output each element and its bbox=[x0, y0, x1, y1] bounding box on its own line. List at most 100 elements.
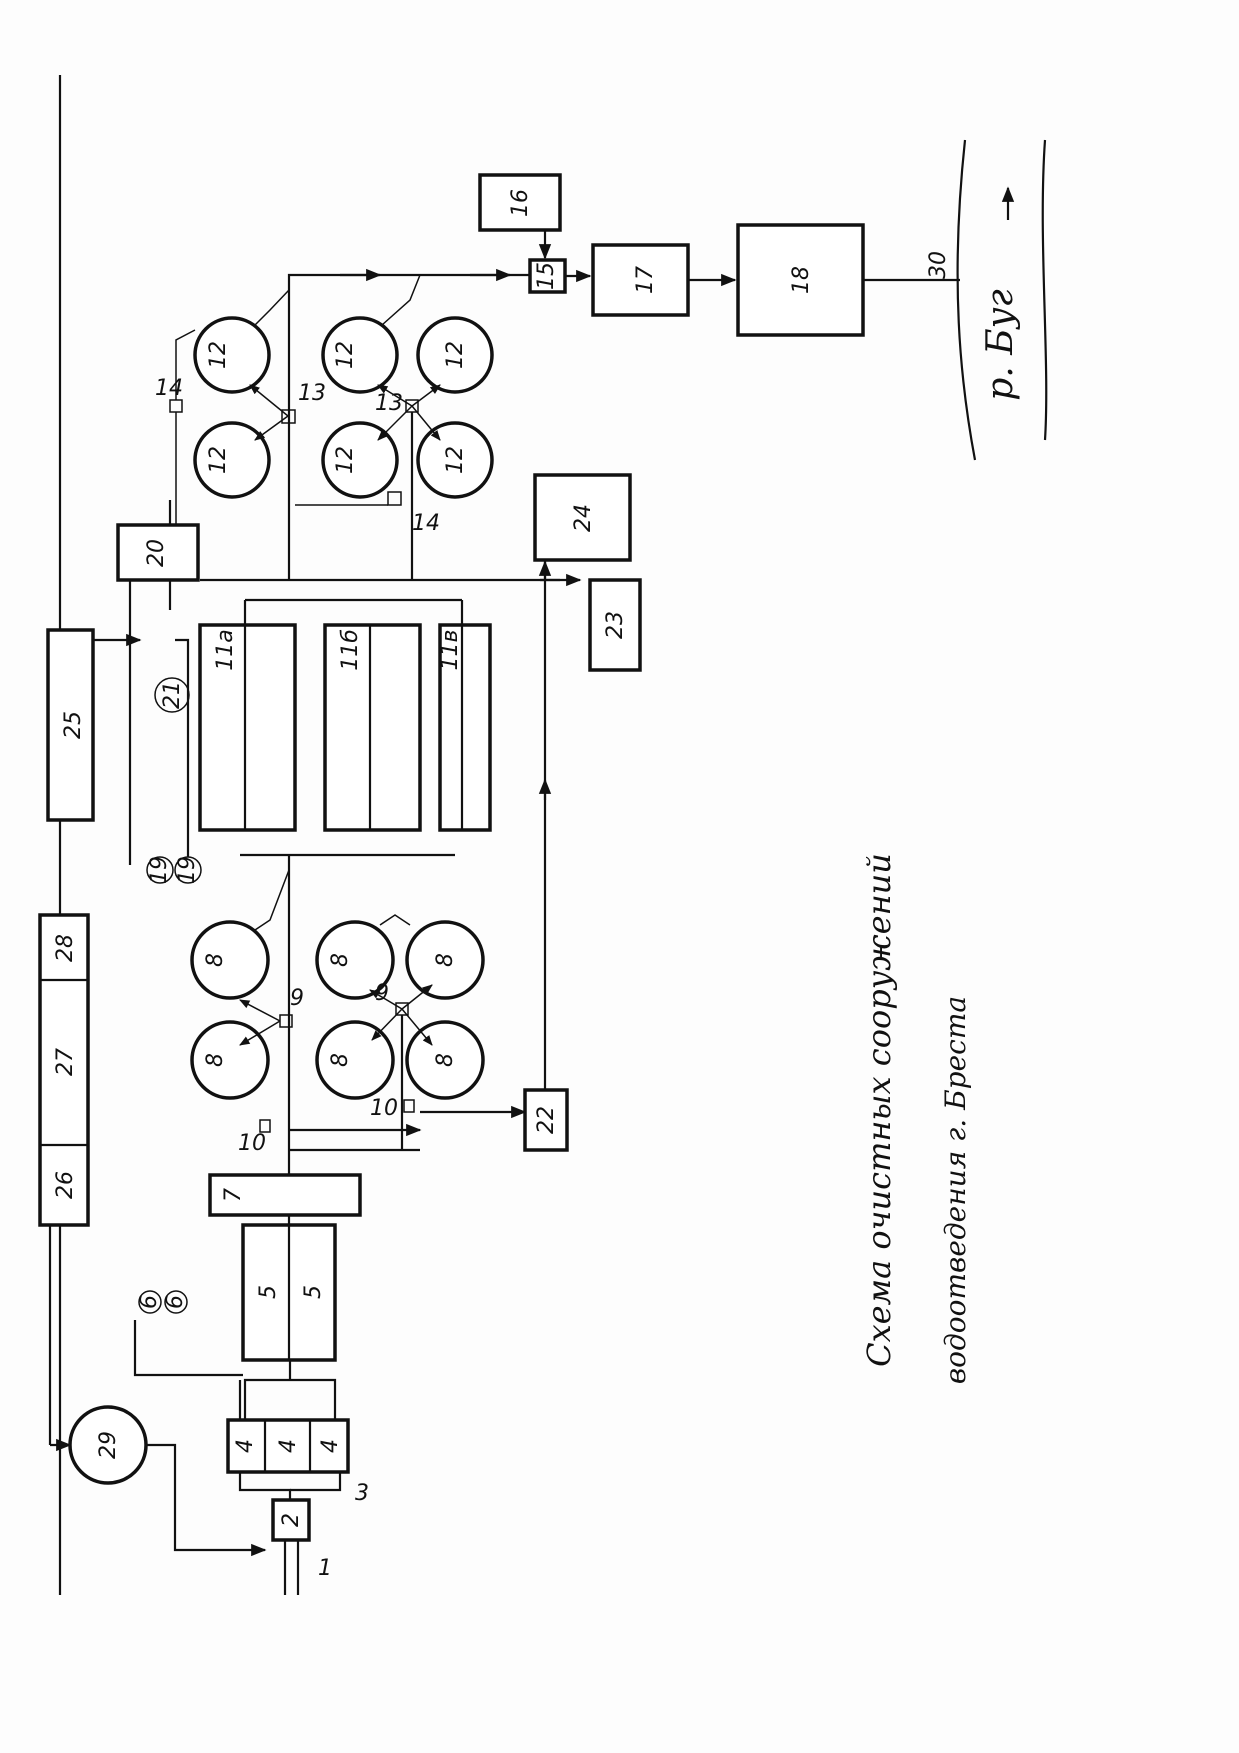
caption-line-2: водоотведения г. Бреста bbox=[939, 996, 972, 1384]
label-10b: 10 bbox=[370, 1096, 398, 1121]
box-23 bbox=[588, 578, 642, 672]
label-13b: 13 bbox=[375, 391, 403, 416]
label-12d: 12 bbox=[333, 446, 358, 474]
line-29-inlet bbox=[146, 1443, 267, 1557]
label-6b: 6 bbox=[163, 1295, 188, 1309]
circle-6a bbox=[138, 1290, 162, 1314]
arrow-13b-12d bbox=[377, 405, 413, 441]
label-23: 23 bbox=[603, 611, 628, 639]
river-bank-right bbox=[1041, 139, 1048, 441]
circle-8d bbox=[315, 1020, 395, 1100]
valve-10b bbox=[403, 1099, 415, 1113]
label-28: 28 bbox=[53, 934, 78, 962]
collect-8ce bbox=[379, 914, 411, 926]
label-12c: 12 bbox=[333, 341, 358, 369]
circle-21 bbox=[154, 677, 190, 713]
label-11b: 11б bbox=[338, 629, 363, 671]
label-19a: 19 bbox=[147, 856, 172, 884]
circle-12f bbox=[416, 421, 494, 499]
arrow-9-8d bbox=[371, 1008, 403, 1041]
label-4a: 4 bbox=[233, 1439, 258, 1453]
circle-8a bbox=[190, 920, 270, 1000]
circle-19a bbox=[146, 856, 174, 884]
arrow-13b-12f bbox=[411, 405, 441, 441]
box-7 bbox=[208, 1173, 362, 1217]
circle-8c bbox=[315, 920, 395, 1000]
label-27: 27 bbox=[53, 1048, 78, 1076]
line-19-up bbox=[128, 578, 175, 865]
manifold-3-right bbox=[290, 1470, 342, 1492]
caption-line-1: Схема очистных сооружений bbox=[860, 853, 898, 1367]
label-13: 13 bbox=[298, 381, 326, 406]
label-3: 3 bbox=[355, 1481, 369, 1506]
label-8c: 8 bbox=[328, 953, 353, 967]
aerotank-11a bbox=[198, 623, 297, 832]
label-14b: 14 bbox=[412, 511, 440, 536]
label-18: 18 bbox=[789, 266, 814, 294]
label-21: 21 bbox=[160, 681, 185, 709]
label-8d: 8 bbox=[328, 1053, 353, 1067]
label-4b: 4 bbox=[276, 1439, 301, 1453]
box-24 bbox=[533, 473, 632, 562]
circle-6b bbox=[164, 1290, 188, 1314]
label-11v: 11в bbox=[438, 630, 463, 671]
label-8e: 8 bbox=[433, 953, 458, 967]
arrow-9-8c bbox=[369, 989, 403, 1010]
label-12f: 12 bbox=[443, 446, 468, 474]
label-10a: 10 bbox=[238, 1131, 266, 1156]
treated-water-header bbox=[287, 273, 530, 280]
manifold-4-5 bbox=[243, 1378, 337, 1420]
label-16: 16 bbox=[508, 189, 533, 217]
arrow-13-12b bbox=[254, 415, 289, 441]
circle-12d bbox=[321, 421, 399, 499]
box-4-group bbox=[226, 1418, 350, 1474]
label-22: 22 bbox=[534, 1106, 559, 1134]
label-30: 30 bbox=[926, 251, 951, 279]
label-1: 1 bbox=[318, 1556, 332, 1581]
label-14a: 14 bbox=[155, 376, 183, 401]
box-26-27-28 bbox=[38, 913, 90, 1227]
label-4c: 4 bbox=[318, 1439, 343, 1453]
arrow-9-8b bbox=[239, 1020, 281, 1046]
label-20: 20 bbox=[144, 539, 169, 567]
aerotank-11v bbox=[438, 623, 492, 832]
box-16 bbox=[478, 173, 562, 232]
distributor-9a bbox=[279, 1014, 293, 1028]
label-15: 15 bbox=[534, 262, 559, 290]
label-19b: 19 bbox=[175, 856, 200, 884]
box-20 bbox=[116, 523, 200, 582]
label-29: 29 bbox=[96, 1431, 121, 1459]
label-8f: 8 bbox=[433, 1053, 458, 1067]
arrow-13b-12c bbox=[377, 384, 413, 407]
label-8b: 8 bbox=[203, 1053, 228, 1067]
circle-8e bbox=[405, 920, 485, 1000]
label-17: 17 bbox=[633, 266, 658, 294]
circle-12b bbox=[193, 421, 271, 499]
arrow-9-8e bbox=[401, 984, 433, 1010]
arrow-13-12a bbox=[249, 384, 289, 417]
collect-12a bbox=[254, 289, 290, 326]
label-8a: 8 bbox=[203, 953, 228, 967]
arrow-13b-12e bbox=[411, 384, 441, 407]
label-9a: 9 bbox=[290, 986, 304, 1011]
valve-10a bbox=[259, 1119, 271, 1133]
label-5b: 5 bbox=[301, 1285, 326, 1299]
pump-14a bbox=[169, 399, 183, 413]
label-26: 26 bbox=[53, 1171, 78, 1199]
label-25: 25 bbox=[61, 711, 86, 739]
circle-12e bbox=[416, 316, 494, 394]
label-12a: 12 bbox=[206, 341, 231, 369]
label-7: 7 bbox=[221, 1188, 246, 1202]
label-24: 24 bbox=[571, 504, 596, 532]
river-bank-left bbox=[956, 139, 977, 461]
pump-14b bbox=[387, 491, 402, 506]
box-18 bbox=[736, 223, 865, 337]
sludge-14a bbox=[175, 329, 196, 400]
label-2: 2 bbox=[279, 1513, 304, 1527]
label-11a: 11а bbox=[213, 629, 238, 670]
arrow-9-8a bbox=[239, 999, 281, 1022]
label-12b: 12 bbox=[206, 446, 231, 474]
line-5-to-6 bbox=[133, 1320, 243, 1377]
distributor-13 bbox=[281, 409, 296, 424]
